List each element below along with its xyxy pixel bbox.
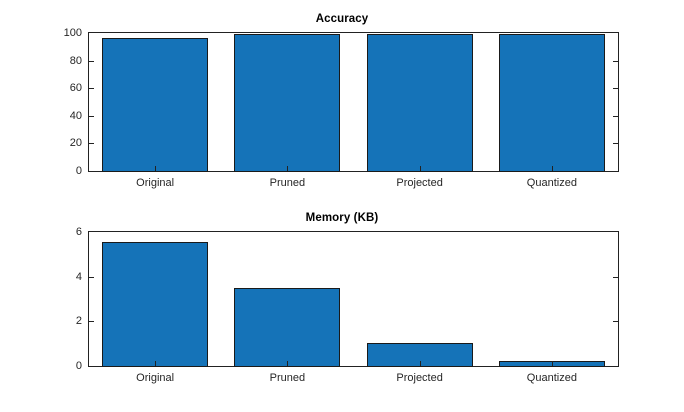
x-tick-mark bbox=[420, 166, 421, 171]
y-tick-mark bbox=[613, 143, 618, 144]
y-tick-label: 2 bbox=[75, 315, 82, 328]
y-tick-mark bbox=[613, 321, 618, 322]
x-tick-label-projected: Projected bbox=[396, 177, 443, 189]
bar-original bbox=[102, 241, 209, 367]
x-tick-label-quantized: Quantized bbox=[526, 372, 577, 384]
x-tick-label-pruned: Pruned bbox=[269, 372, 306, 384]
y-tick-mark bbox=[89, 143, 94, 144]
y-tick-label: 4 bbox=[75, 270, 82, 283]
x-tick-label-original: Original bbox=[136, 372, 175, 384]
y-tick-label: 0 bbox=[75, 165, 82, 177]
bar-quantized bbox=[498, 361, 605, 367]
y-tick-mark bbox=[89, 321, 94, 322]
y-tick-label: 20 bbox=[69, 137, 82, 150]
x-tick-mark bbox=[552, 361, 553, 366]
bar-original bbox=[102, 38, 209, 172]
y-tick-label: 0 bbox=[75, 360, 82, 372]
y-tick-label: 80 bbox=[69, 54, 82, 67]
y-tick-mark bbox=[89, 277, 94, 278]
bar-projected bbox=[366, 343, 473, 367]
y-tick-mark bbox=[613, 61, 618, 62]
bar-pruned bbox=[234, 288, 341, 367]
y-tick-label: 40 bbox=[69, 109, 82, 122]
y-tick-label: 60 bbox=[69, 82, 82, 95]
chart-title-accuracy: Accuracy bbox=[315, 13, 369, 25]
y-tick-mark bbox=[89, 61, 94, 62]
bars-memory bbox=[89, 232, 618, 367]
x-tick-mark bbox=[287, 361, 288, 366]
bar-pruned bbox=[234, 34, 341, 172]
x-tick-mark bbox=[420, 361, 421, 366]
x-tick-mark bbox=[155, 166, 156, 171]
y-tick-mark bbox=[89, 88, 94, 89]
x-tick-mark bbox=[287, 166, 288, 171]
x-tick-label-pruned: Pruned bbox=[269, 177, 306, 189]
bar-quantized bbox=[498, 34, 605, 172]
y-tick-mark bbox=[89, 116, 94, 117]
chart-title-memory: Memory (KB) bbox=[305, 212, 379, 224]
y-tick-label: 100 bbox=[63, 27, 82, 39]
x-tick-label-quantized: Quantized bbox=[526, 177, 577, 189]
y-tick-mark bbox=[613, 116, 618, 117]
bar-projected bbox=[366, 34, 473, 172]
y-tick-label: 6 bbox=[75, 226, 82, 238]
y-tick-mark bbox=[613, 277, 618, 278]
y-tick-mark bbox=[613, 88, 618, 89]
x-tick-label-projected: Projected bbox=[396, 372, 443, 384]
x-tick-label-original: Original bbox=[136, 177, 175, 189]
bars-accuracy bbox=[89, 33, 618, 172]
x-tick-mark bbox=[155, 361, 156, 366]
x-tick-mark bbox=[552, 166, 553, 171]
